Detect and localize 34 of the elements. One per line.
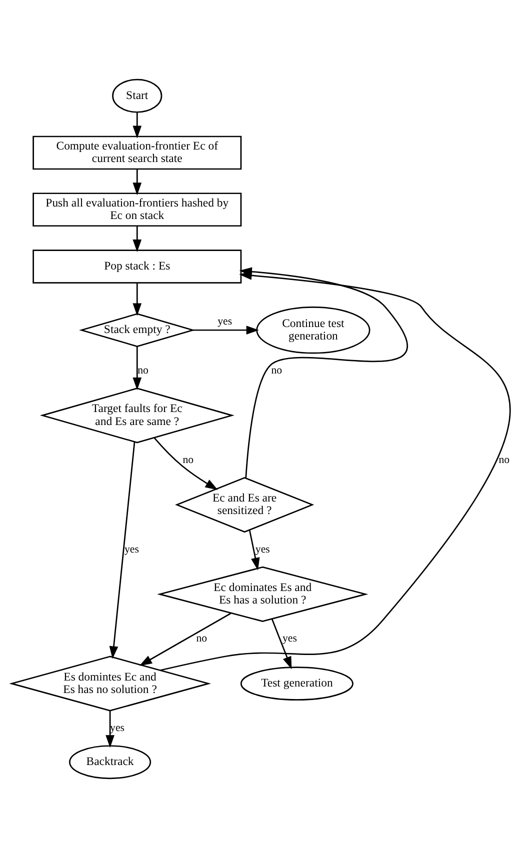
arrow — [132, 283, 142, 316]
node-ellipse: Backtrack — [69, 745, 152, 780]
edge-label: yes — [110, 722, 124, 734]
edge-label: yes — [124, 543, 139, 556]
node-box: Pop stack : Es — [32, 250, 242, 284]
arrow — [139, 612, 232, 666]
edge-label: no — [138, 364, 148, 377]
edge-label: yes — [282, 632, 297, 645]
node-diamond: Ec dominates Es and Es has a solution ? — [157, 566, 368, 622]
edge-label: no — [498, 454, 510, 466]
node-diamond: Ec and Es are sensitized ? — [175, 476, 314, 533]
arrow — [248, 530, 260, 570]
node-diamond: Target faults for Ec and Es are same ? — [40, 388, 234, 444]
node-ellipse: Test generation — [240, 666, 354, 701]
node-box: Compute evaluation-frontier Ec of current search state — [32, 136, 242, 170]
arrow — [109, 442, 136, 659]
arrow — [160, 271, 510, 671]
arrow — [132, 226, 142, 252]
node-diamond: Stack empty ? — [79, 313, 196, 348]
arrow — [271, 618, 292, 670]
arrow — [132, 112, 142, 138]
node-ellipse: Start — [112, 78, 162, 113]
edge-label: no — [182, 454, 194, 466]
arrow — [132, 169, 142, 196]
edge-label: no — [196, 632, 208, 645]
arrow — [192, 326, 259, 335]
arrow — [132, 346, 142, 390]
arrow — [106, 710, 114, 748]
edge-label: yes — [255, 543, 270, 556]
node-ellipse: Continue test generation — [256, 306, 370, 354]
edge-label: yes — [218, 315, 232, 328]
arrow — [154, 437, 218, 490]
edge-label: no — [271, 364, 282, 377]
node-box: Push all evaluation-frontiers hashed by Ec on stack — [32, 192, 242, 227]
